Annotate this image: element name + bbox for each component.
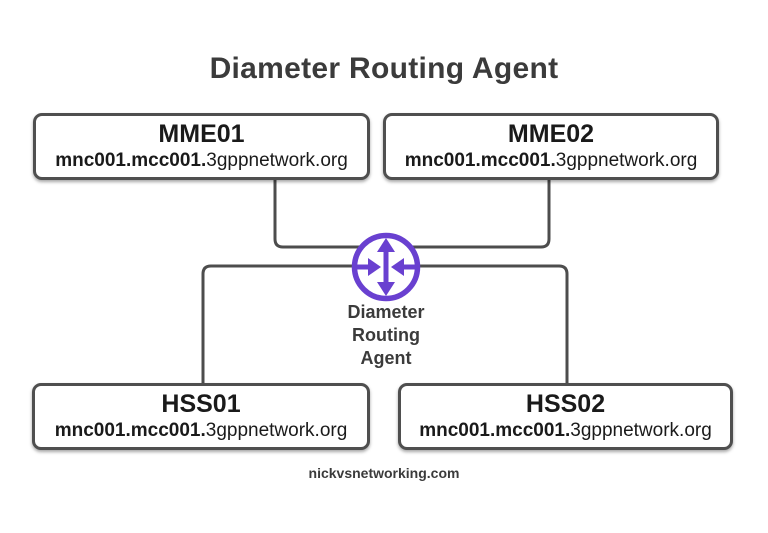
dra-label-line: Diameter	[347, 302, 425, 322]
node-fqdn: mnc001.mcc001.3gppnetwork.org	[54, 420, 348, 442]
router-icon	[351, 232, 421, 302]
connector-hss01-dra	[201, 264, 386, 383]
dra-label-line: Routing	[352, 325, 420, 345]
fqdn-light-part: 3gppnetwork.org	[206, 150, 348, 172]
node-title: MME02	[507, 119, 595, 148]
router-arrowhead-down	[377, 282, 395, 296]
connector-mme01-dra	[273, 180, 386, 249]
connector-hss02-dra	[386, 264, 569, 383]
node-fqdn: mnc001.mcc001.3gppnetwork.org	[419, 420, 712, 442]
node-hss02: HSS02 mnc001.mcc001.3gppnetwork.org	[398, 383, 733, 450]
node-mme02: MME02 mnc001.mcc001.3gppnetwork.org	[383, 113, 719, 180]
connector-mme02-dra	[386, 180, 551, 249]
dra-label-line: Agent	[360, 348, 412, 368]
node-mme01: MME01 mnc001.mcc001.3gppnetwork.org	[33, 113, 370, 180]
dra-label: Diameter Routing Agent	[286, 301, 486, 370]
node-fqdn: mnc001.mcc001.3gppnetwork.org	[404, 150, 698, 172]
node-fqdn: mnc001.mcc001.3gppnetwork.org	[55, 150, 348, 172]
fqdn-bold-part: mnc001.mcc001.	[404, 150, 556, 172]
router-arrowhead-right	[368, 258, 381, 276]
fqdn-bold-part: mnc001.mcc001.	[54, 420, 206, 442]
router-arrowhead-left	[391, 258, 404, 276]
router-arrowhead-up	[377, 238, 395, 252]
fqdn-bold-part: mnc001.mcc001.	[419, 420, 571, 442]
watermark: nickvsnetworking.com	[308, 465, 460, 481]
node-hss01: HSS01 mnc001.mcc001.3gppnetwork.org	[32, 383, 370, 450]
fqdn-light-part: 3gppnetwork.org	[205, 420, 348, 442]
page-title: Diameter Routing Agent	[209, 52, 559, 85]
node-title: HSS02	[525, 389, 606, 418]
fqdn-light-part: 3gppnetwork.org	[555, 150, 698, 172]
fqdn-light-part: 3gppnetwork.org	[570, 420, 712, 442]
node-title: HSS01	[161, 389, 241, 418]
fqdn-bold-part: mnc001.mcc001.	[55, 150, 207, 172]
connector-lines	[201, 180, 569, 383]
node-title: MME01	[158, 119, 245, 148]
